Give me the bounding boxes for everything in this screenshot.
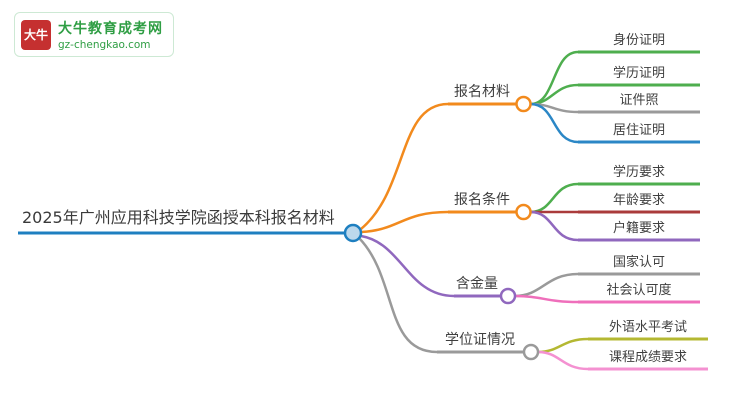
branch-node-handle-2 xyxy=(499,287,517,305)
branch-curve-2 xyxy=(360,234,455,298)
logo-title: 大牛教育成考网 xyxy=(58,21,163,37)
child-label-2-1: 社会认可度 xyxy=(606,283,672,298)
child-label-1-0: 学历要求 xyxy=(612,165,665,180)
root-node-handle xyxy=(343,223,363,243)
child-curve-3-1 xyxy=(537,350,589,371)
child-label-0-0: 身份证明 xyxy=(612,33,665,48)
branch-node-handle-0 xyxy=(515,95,532,113)
child-curve-0-3 xyxy=(530,102,579,144)
child-label-2-0: 国家认可 xyxy=(612,255,665,270)
child-curve-3-0 xyxy=(537,337,589,354)
branch-node-handle-3 xyxy=(522,343,540,361)
child-label-1-2: 户籍要求 xyxy=(612,221,665,236)
branch-curve-3 xyxy=(358,237,438,354)
child-label-1-1: 年龄要求 xyxy=(612,193,665,208)
logo-icon-text: 大牛 xyxy=(23,28,48,42)
child-label-0-3: 居住证明 xyxy=(612,123,665,138)
child-curve-1-2 xyxy=(530,210,579,242)
branch-curve-0 xyxy=(360,102,449,230)
child-label-3-1: 课程成绩要求 xyxy=(608,350,687,365)
root-node-label: 2025年广州应用科技学院函授本科报名材料 xyxy=(22,208,335,227)
logo-icon: 大牛 xyxy=(21,19,51,50)
child-label-3-0: 外语水平考试 xyxy=(608,320,687,335)
branch-label-3: 学位证情况 xyxy=(445,332,515,348)
child-curve-0-0 xyxy=(530,50,579,106)
site-logo[interactable]: 大牛 大牛教育成考网 gz-chengkao.com xyxy=(14,12,174,57)
logo-subtitle: gz-chengkao.com xyxy=(58,39,151,51)
branch-label-0: 报名材料 xyxy=(454,84,510,100)
logo-text-block: 大牛教育成考网 gz-chengkao.com xyxy=(58,18,163,51)
child-curve-2-1 xyxy=(514,294,579,304)
branch-node-handle-1 xyxy=(515,203,532,221)
child-label-0-2: 证件照 xyxy=(619,93,659,108)
branch-label-1: 报名条件 xyxy=(454,192,510,208)
branch-curve-1 xyxy=(360,210,449,234)
child-curve-1-0 xyxy=(530,182,579,214)
child-label-0-1: 学历证明 xyxy=(612,66,665,81)
branch-label-2: 含金量 xyxy=(456,276,498,292)
